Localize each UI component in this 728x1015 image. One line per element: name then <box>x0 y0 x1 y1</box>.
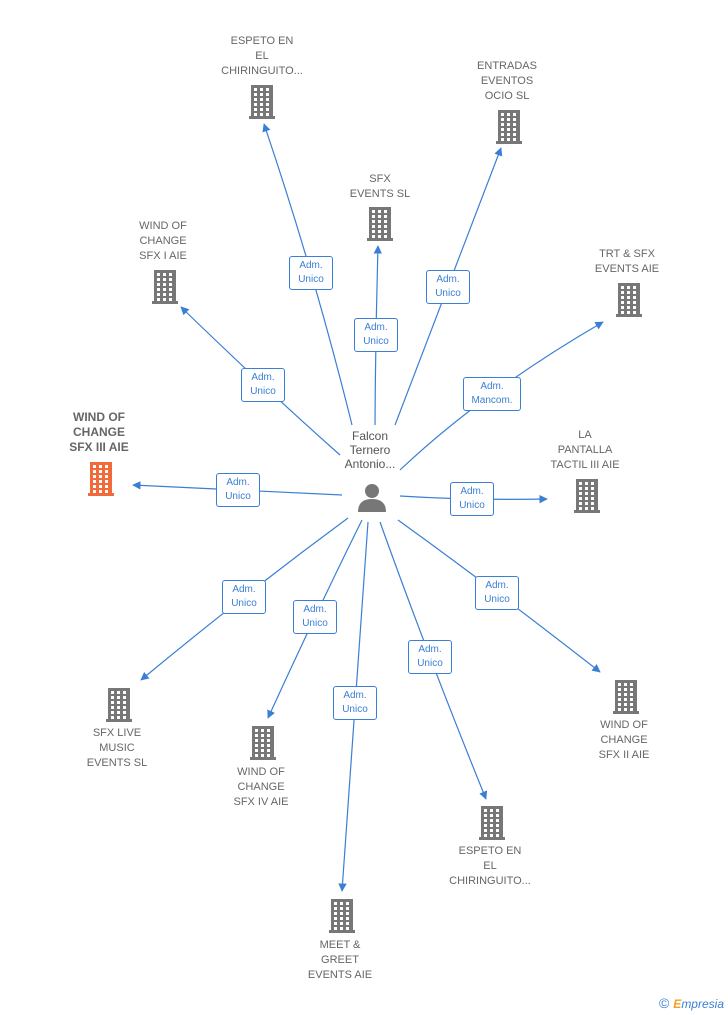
edge-label-espeto1[interactable]: Adm. Unico <box>289 256 333 290</box>
node-label-espeto2[interactable]: ESPETO EN EL CHIRINGUITO... <box>449 845 531 887</box>
copyright-symbol: © <box>658 995 670 1011</box>
node-label-wind1[interactable]: WIND OF CHANGE SFX I AIE <box>139 220 187 262</box>
node-label-meet[interactable]: MEET & GREET EVENTS AIE <box>307 939 373 981</box>
node-label-entradas[interactable]: ENTRADAS EVENTOS OCIO SL <box>477 60 537 102</box>
brand-watermark: ©Empresia <box>659 995 724 1011</box>
building-icon-wind3[interactable] <box>88 462 114 496</box>
building-icon-wind4[interactable] <box>250 726 276 760</box>
building-icon-meet[interactable] <box>329 899 355 933</box>
node-label-wind4[interactable]: WIND OF CHANGE SFX IV AIE <box>233 766 289 808</box>
edge-label-live[interactable]: Adm. Unico <box>222 580 266 614</box>
node-label-live[interactable]: SFX LIVE MUSIC EVENTS SL <box>86 727 148 769</box>
edge-label-espeto2[interactable]: Adm. Unico <box>408 640 452 674</box>
building-icon-sfx-events[interactable] <box>367 207 393 241</box>
edge-label-entradas[interactable]: Adm. Unico <box>426 270 470 304</box>
building-icon-live[interactable] <box>106 688 132 722</box>
edge-label-pantalla[interactable]: Adm. Unico <box>450 482 494 516</box>
node-label-sfx-events[interactable]: SFX EVENTS SL <box>349 173 411 200</box>
brand-initial: E <box>673 997 682 1011</box>
building-icon-espeto2[interactable] <box>479 806 505 840</box>
node-label-trt[interactable]: TRT & SFX EVENTS AIE <box>594 248 660 275</box>
node-label-wind2[interactable]: WIND OF CHANGE SFX II AIE <box>598 719 650 761</box>
person-icon[interactable] <box>358 484 386 512</box>
building-icon-wind1[interactable] <box>152 270 178 304</box>
edge-label-meet[interactable]: Adm. Unico <box>333 686 377 720</box>
edge-label-wind3[interactable]: Adm. Unico <box>216 473 260 507</box>
node-label-espeto1[interactable]: ESPETO EN EL CHIRINGUITO... <box>221 35 303 77</box>
edge-label-sfx-events[interactable]: Adm. Unico <box>354 318 398 352</box>
building-icon-trt[interactable] <box>616 283 642 317</box>
edge-label-wind2[interactable]: Adm. Unico <box>475 576 519 610</box>
building-icon-wind2[interactable] <box>613 680 639 714</box>
brand-name: mpresia <box>681 997 724 1011</box>
edge-label-wind1[interactable]: Adm. Unico <box>241 368 285 402</box>
edge-label-wind4[interactable]: Adm. Unico <box>293 600 337 634</box>
building-icon-entradas[interactable] <box>496 110 522 144</box>
building-icon-espeto1[interactable] <box>249 85 275 119</box>
edge-label-trt[interactable]: Adm. Mancom. <box>463 377 521 411</box>
node-label-pantalla[interactable]: LA PANTALLA TACTIL III AIE <box>550 429 620 471</box>
center-person-label[interactable]: Falcon Ternero Antonio... <box>344 429 396 471</box>
node-label-wind3[interactable]: WIND OF CHANGE SFX III AIE <box>69 410 129 454</box>
building-icon-pantalla[interactable] <box>574 479 600 513</box>
